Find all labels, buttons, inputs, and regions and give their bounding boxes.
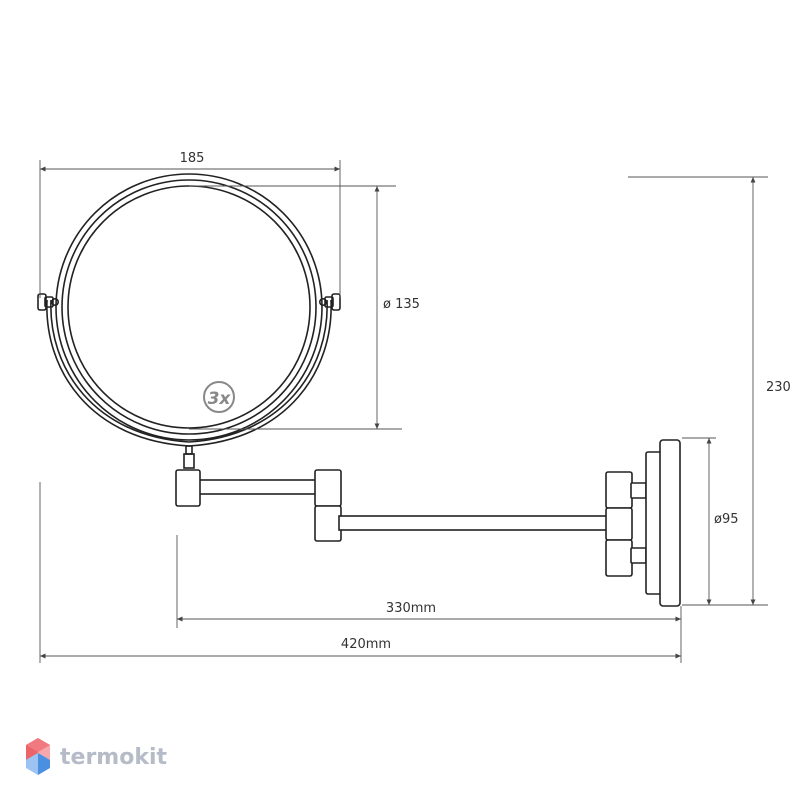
elbow-joint-lower — [314, 505, 342, 542]
magnification-badge-label: 3x — [208, 389, 232, 409]
label-total-length: 420mm — [341, 637, 391, 652]
swing-arm-assembly — [175, 439, 681, 607]
logo-cube-icon — [26, 738, 50, 775]
magnification-badge: 3x — [203, 381, 235, 413]
mirror-head — [37, 173, 341, 469]
termokit-logo: termokit — [26, 738, 167, 775]
logo-text: termokit — [60, 745, 167, 770]
right-pivot-knob — [318, 293, 341, 311]
arm-tube-long — [338, 515, 608, 531]
bracket-block-bottom — [605, 539, 633, 577]
mirror-neck — [183, 445, 195, 469]
wall-plate-front — [659, 439, 681, 607]
bracket-block-mid — [605, 507, 633, 541]
label-total-height: 230 — [766, 380, 791, 395]
left-pivot-knob — [37, 293, 59, 311]
label-mirror-width: 185 — [180, 151, 205, 166]
mirror-mid-ring — [61, 179, 317, 435]
bracket-stub-top — [630, 482, 647, 499]
bracket-block-top — [605, 471, 633, 509]
mirror-glass — [67, 185, 311, 429]
label-base-diameter: ø95 — [714, 512, 739, 527]
dimension-labels: 185 ø 135 230 ø95 330mm 420mm — [180, 151, 791, 652]
arm-tube-short — [197, 479, 321, 495]
mirror-yoke — [46, 299, 332, 447]
label-arm-length: 330mm — [386, 601, 436, 616]
label-mirror-diameter: ø 135 — [383, 297, 420, 312]
bracket-stub-bottom — [630, 547, 647, 564]
elbow-joint-upper — [314, 469, 342, 507]
dimension-lines — [39, 160, 768, 663]
mirror-outer-ring — [55, 173, 323, 441]
head-joint — [175, 469, 201, 507]
